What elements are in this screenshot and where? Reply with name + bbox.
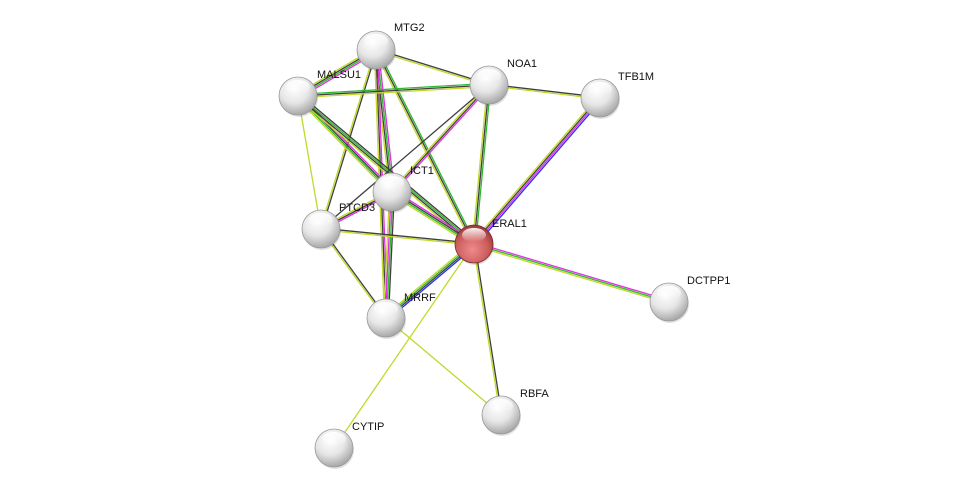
edge-ict1-mrrf[interactable] xyxy=(382,191,396,319)
node-label: PTCD3 xyxy=(339,202,375,214)
edge-channel-line xyxy=(320,84,490,230)
node-label: MALSU1 xyxy=(317,69,361,81)
edge-channel-line xyxy=(321,227,475,244)
node-dctpp1[interactable]: DCTPP1 xyxy=(649,275,730,323)
node-label: RBFA xyxy=(520,388,549,400)
node-highlight xyxy=(309,213,333,227)
edge-channel-line xyxy=(474,85,492,245)
edge-noa1-ict1[interactable] xyxy=(390,83,491,194)
edge-channel-line xyxy=(333,243,475,449)
node-highlight xyxy=(477,69,501,83)
node-highlight xyxy=(364,34,388,48)
edge-ptcd3-eral1[interactable] xyxy=(320,227,475,246)
edge-channel-line xyxy=(386,192,394,319)
edge-channel-line xyxy=(475,99,603,246)
edge-channel-line xyxy=(320,229,474,246)
edge-channel-line xyxy=(376,49,394,192)
node-label: NOA1 xyxy=(507,58,537,70)
edge-channel-line xyxy=(474,98,602,245)
node-highlight xyxy=(657,286,681,300)
node-noa1[interactable]: NOA1 xyxy=(469,58,537,106)
edge-channel-line xyxy=(387,192,396,319)
edge-noa1-eral1[interactable] xyxy=(471,84,492,245)
edge-channel-line xyxy=(376,48,490,85)
edge-channel-line xyxy=(295,97,391,195)
edge-channel-line xyxy=(390,83,489,192)
edge-noa1-ptcd3[interactable] xyxy=(320,84,490,230)
node-ict1[interactable]: ICT1 xyxy=(372,165,434,213)
edge-eral1-dctpp1[interactable] xyxy=(473,241,670,305)
node-highlight xyxy=(462,228,486,242)
node-rbfa[interactable]: RBFA xyxy=(481,388,549,436)
node-label: CYTIP xyxy=(352,421,384,433)
node-label: MRRF xyxy=(404,292,436,304)
node-label: ICT1 xyxy=(410,165,434,177)
edge-channel-line xyxy=(474,241,670,302)
node-ptcd3[interactable]: PTCD3 xyxy=(301,202,375,250)
edge-channel-line xyxy=(472,244,501,416)
edge-tfb1m-eral1[interactable] xyxy=(471,96,603,246)
node-mtg2[interactable]: MTG2 xyxy=(356,22,425,71)
edge-channel-line xyxy=(297,82,489,96)
node-cytip[interactable]: CYTIP xyxy=(314,421,384,469)
edge-channel-line xyxy=(391,84,490,193)
edge-channel-line xyxy=(298,85,490,99)
node-highlight xyxy=(322,432,346,446)
edge-channel-line xyxy=(473,84,490,245)
node-malsu1[interactable]: MALSU1 xyxy=(278,69,361,117)
edge-channel-line xyxy=(382,191,391,318)
edge-channel-line xyxy=(297,84,490,97)
node-eral1[interactable]: ERAL1 xyxy=(454,218,527,265)
edge-channel-line xyxy=(473,244,669,305)
node-mrrf[interactable]: MRRF xyxy=(366,292,436,339)
edge-channel-line xyxy=(471,96,599,243)
node-label: MTG2 xyxy=(394,22,425,34)
node-highlight xyxy=(286,80,310,94)
edge-channel-line xyxy=(299,93,476,243)
node-label: TFB1M xyxy=(618,71,654,83)
node-label: DCTPP1 xyxy=(687,275,730,287)
edge-channel-line xyxy=(373,50,474,246)
edge-channel-line xyxy=(375,49,475,245)
node-highlight xyxy=(380,176,404,190)
edge-channel-line xyxy=(392,85,491,194)
edge-channel-line xyxy=(471,84,489,244)
edge-mtg2-noa1[interactable] xyxy=(375,48,490,87)
node-highlight xyxy=(489,399,513,413)
edge-channel-line xyxy=(473,243,670,303)
node-highlight xyxy=(374,302,398,316)
edge-channel-line xyxy=(297,95,322,230)
edge-eral1-rbfa[interactable] xyxy=(472,243,503,416)
edge-mrrf-rbfa[interactable] xyxy=(385,317,502,416)
edge-channel-line xyxy=(472,97,600,244)
edge-channel-line xyxy=(298,94,475,244)
node-tfb1m[interactable]: TFB1M xyxy=(580,71,654,119)
edge-channel-line xyxy=(474,243,503,415)
edge-channel-line xyxy=(297,96,474,246)
edge-channel-line xyxy=(376,48,477,244)
edge-malsu1-ptcd3[interactable] xyxy=(297,95,322,230)
edge-mtg2-eral1[interactable] xyxy=(373,48,477,246)
edge-eral1-cytip[interactable] xyxy=(333,243,475,449)
edge-malsu1-noa1[interactable] xyxy=(297,82,490,99)
node-highlight xyxy=(588,82,612,96)
edge-channel-line xyxy=(385,317,502,416)
edge-channel-line xyxy=(384,191,392,318)
edge-channel-line xyxy=(375,50,489,87)
node-label: ERAL1 xyxy=(492,218,527,230)
